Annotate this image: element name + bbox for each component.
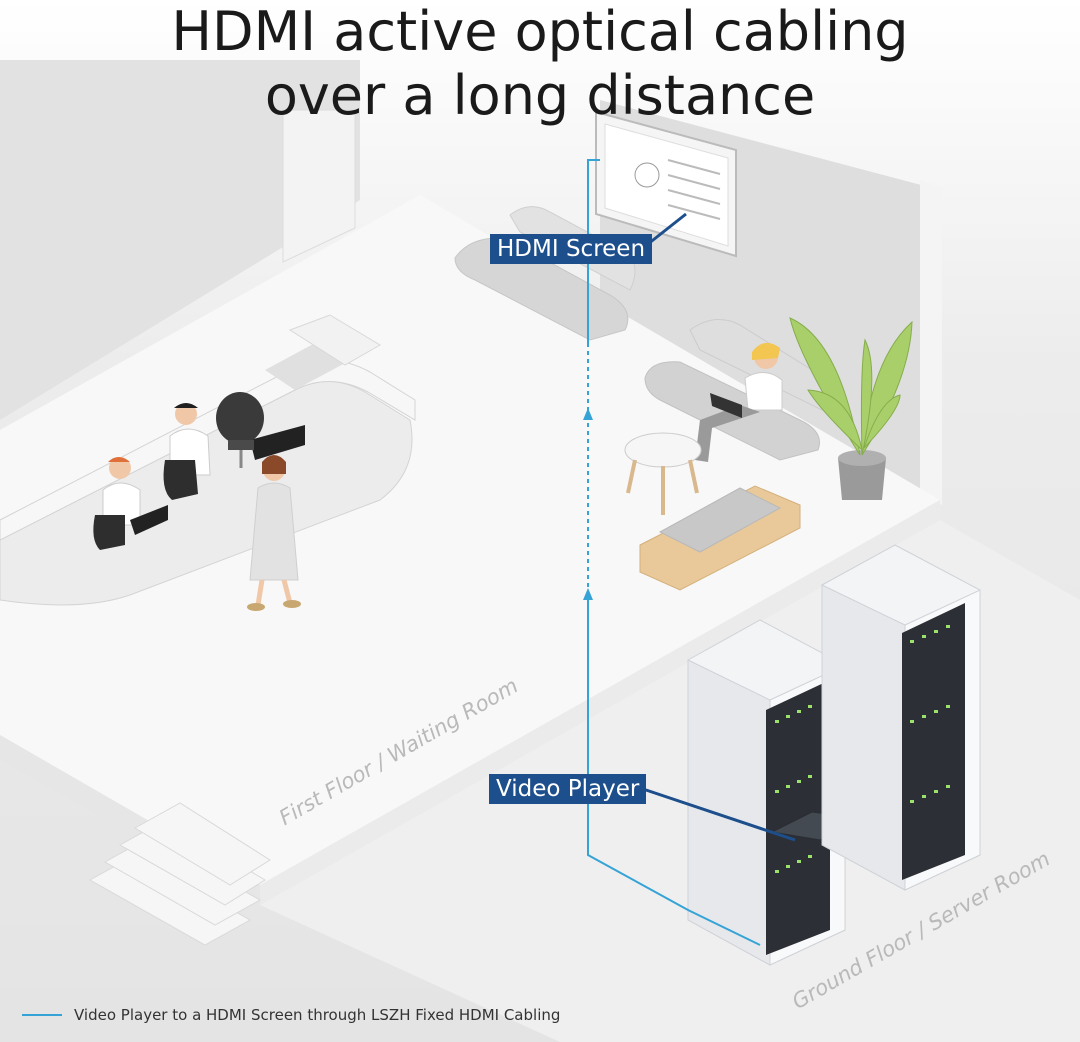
- stairs: [88, 802, 271, 946]
- legend-line-swatch: [22, 1014, 62, 1016]
- hdmi-screen-label: HDMI Screen: [490, 234, 653, 264]
- legend-text: Video Player to a HDMI Screen through LS…: [74, 1006, 561, 1024]
- first-floor-slab: [0, 195, 940, 885]
- server-rack-left: [687, 619, 862, 966]
- title-line-2: over a long distance: [264, 64, 816, 127]
- hdmi-screen-monitor: [595, 110, 737, 258]
- plant: [789, 317, 913, 500]
- receptionist-left: [93, 457, 168, 550]
- video-player-label: Video Player: [489, 774, 647, 804]
- player-callout-pointer: [639, 786, 796, 842]
- first-floor-edge-right: [260, 500, 940, 905]
- screen-callout-pointer: [647, 212, 687, 246]
- title-line-1: HDMI active optical cabling: [171, 0, 909, 63]
- door: [282, 109, 356, 263]
- visitor: [247, 455, 301, 611]
- legend: Video Player to a HDMI Screen through LS…: [22, 1004, 560, 1026]
- coffee-table: [624, 432, 702, 515]
- server-rack-right: [821, 544, 981, 891]
- left-wall: [0, 60, 360, 420]
- page-title: HDMI active optical cabling over a long …: [0, 0, 1080, 128]
- right-wall-edge: [920, 180, 942, 505]
- hdmi-cable: [583, 159, 761, 946]
- bench: [639, 485, 801, 591]
- office-chair: [216, 392, 264, 468]
- person-laptop: [695, 342, 783, 462]
- receptionist-right: [163, 403, 305, 500]
